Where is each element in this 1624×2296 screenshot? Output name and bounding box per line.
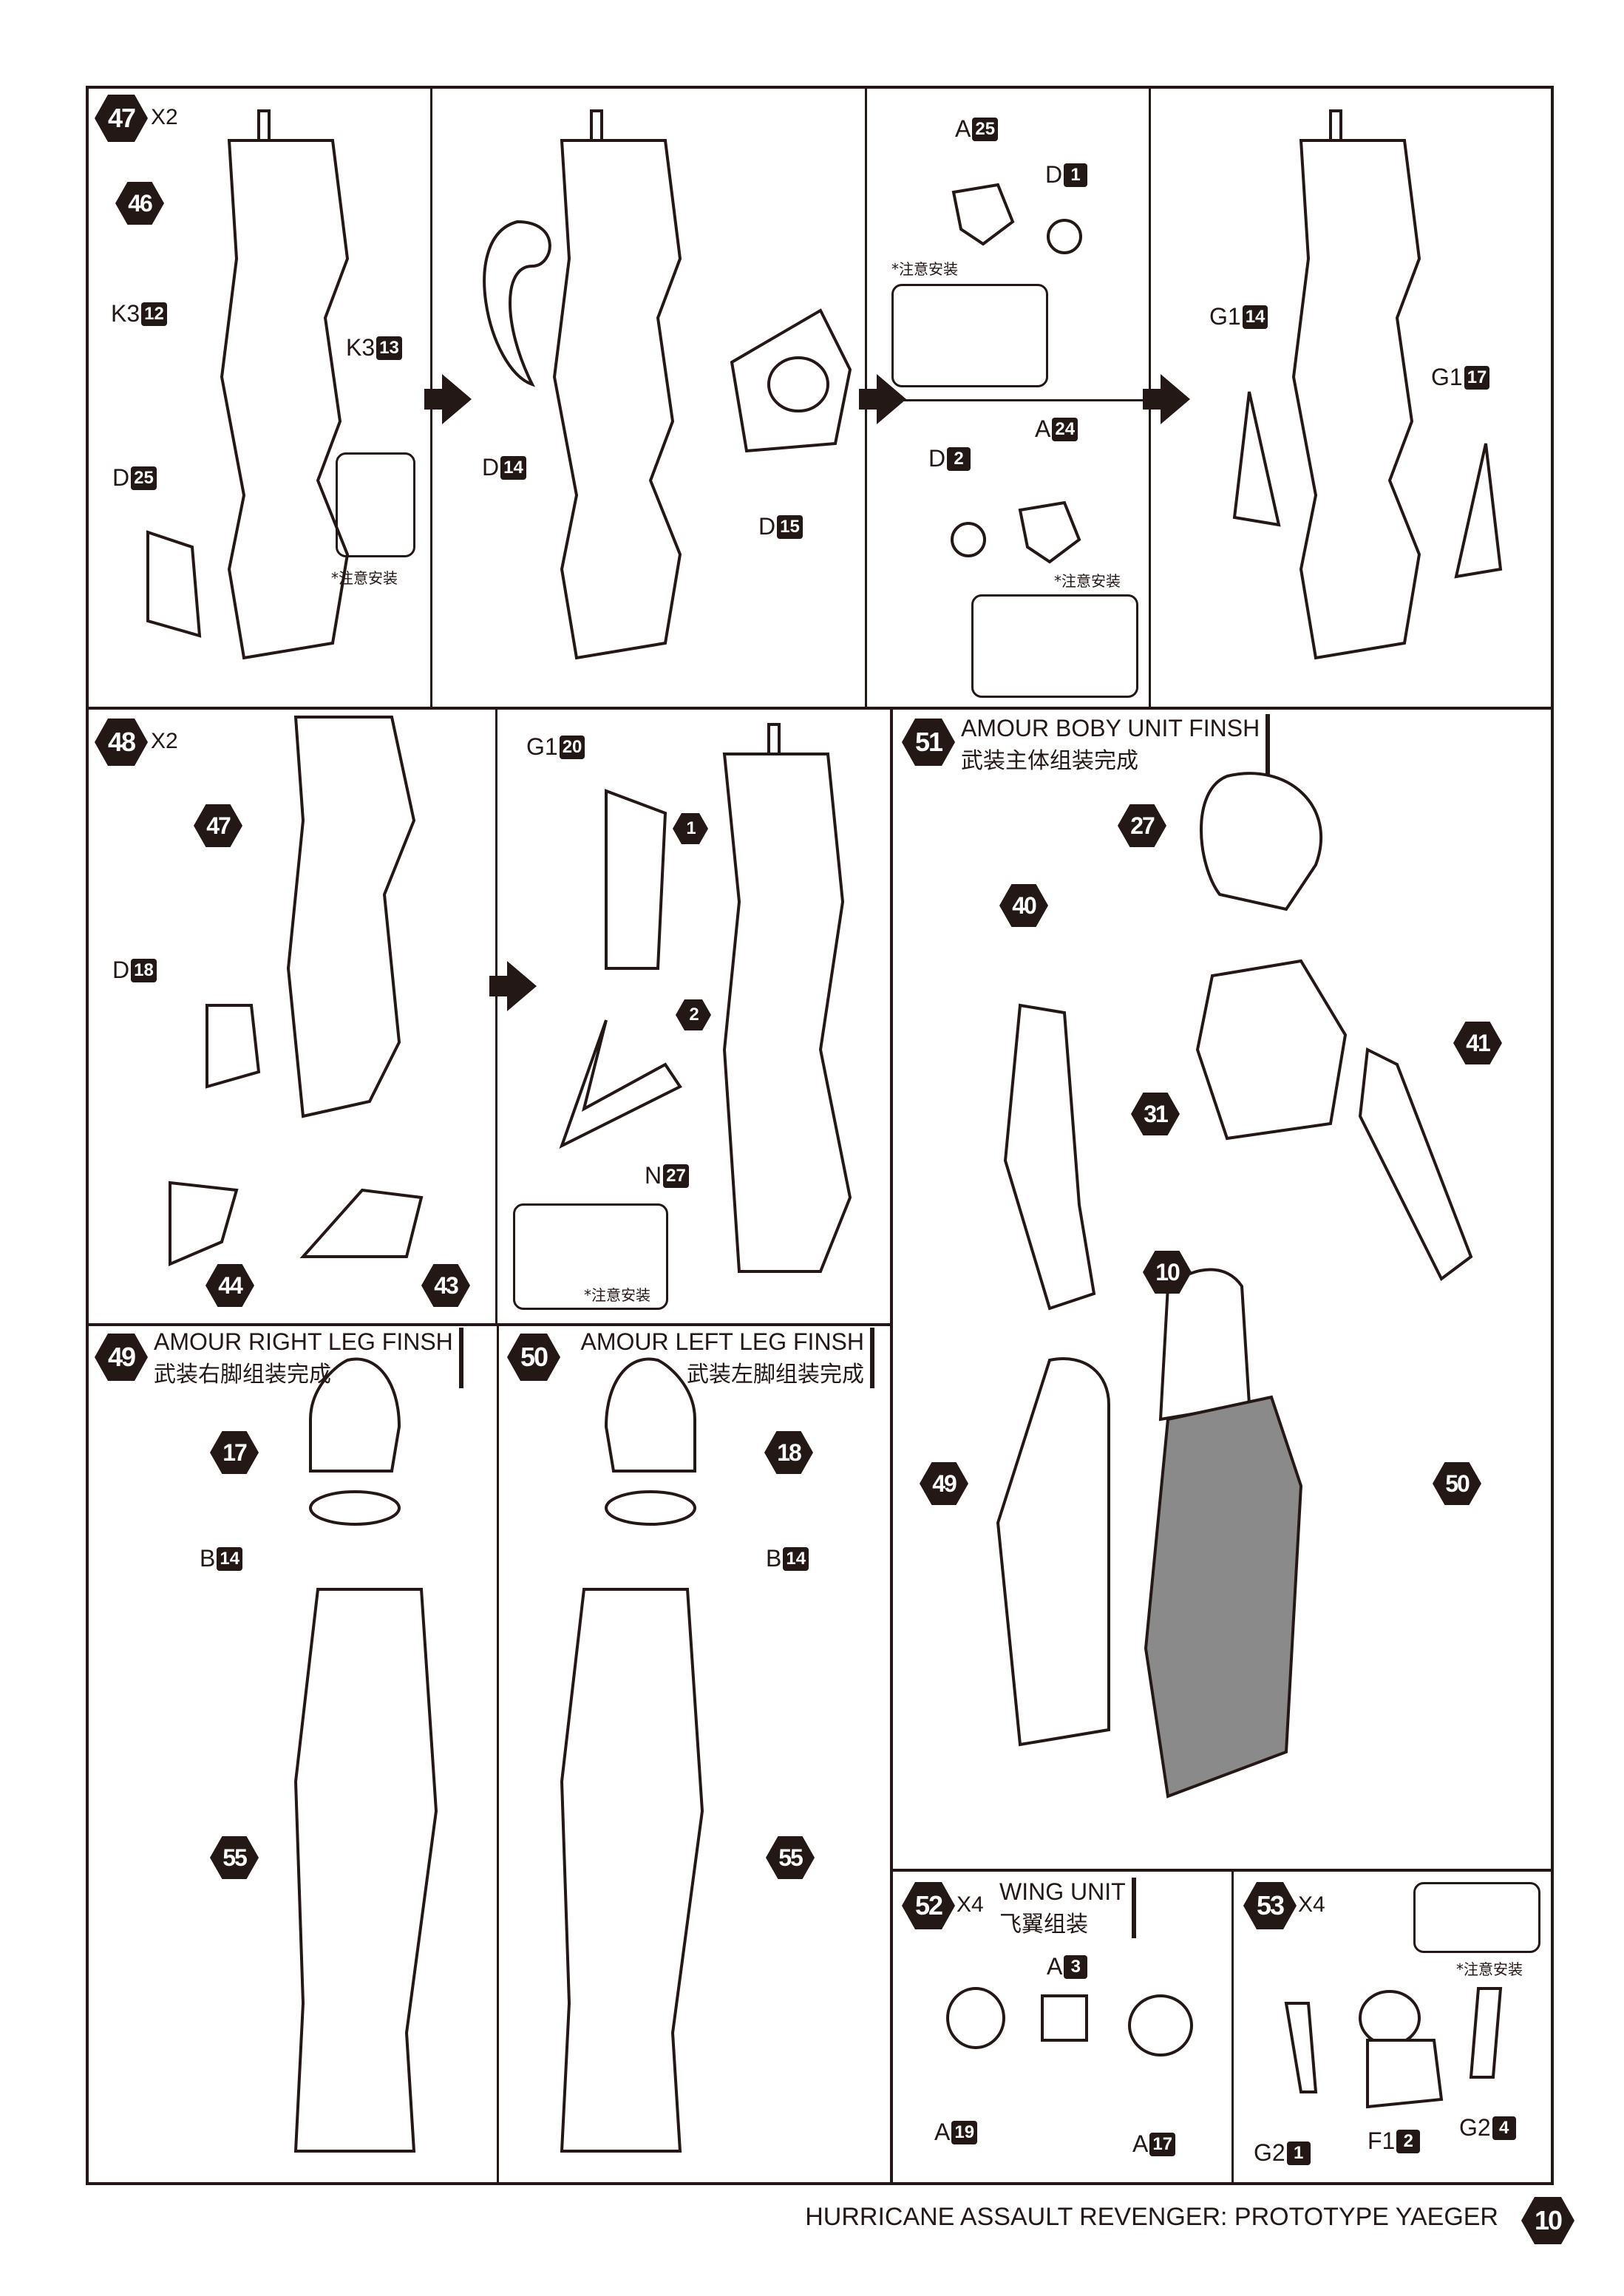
detail-box — [971, 594, 1138, 698]
step-badge-53: 53 — [1243, 1882, 1297, 1929]
leg-frame-drawing — [220, 109, 350, 660]
quantity-multiplier: X4 — [957, 1892, 984, 1917]
quantity-multiplier: X4 — [1298, 1892, 1325, 1917]
quantity-multiplier: X2 — [151, 105, 178, 129]
wing-part-drawing — [1284, 1987, 1503, 2109]
caution-note: *注意安装 — [1456, 1960, 1523, 1978]
step-badge-47: 47 — [95, 95, 148, 142]
caution-note: *注意安装 — [584, 1286, 650, 1304]
divider — [1231, 1870, 1234, 2185]
part-d15-drawing — [730, 308, 852, 453]
detail-box — [513, 1203, 668, 1310]
part-43-drawing — [299, 1188, 424, 1258]
leg-frame-drawing — [552, 109, 682, 660]
body-assembly-drawing — [996, 772, 1473, 1799]
detail-box — [1413, 1882, 1540, 1953]
part-g1-20-drawing — [605, 789, 667, 970]
ref-badge-55: 55 — [210, 1836, 259, 1879]
parts-a25-d1-drawing — [951, 183, 1082, 254]
step-badge-52: 52 — [902, 1882, 955, 1929]
parts-d2-a24-drawing — [951, 500, 1081, 564]
quantity-multiplier: X2 — [151, 729, 178, 753]
wing-unit-drawing — [946, 1987, 1193, 2056]
right-leg-drawing — [293, 1357, 438, 2153]
page-number: 10 — [1521, 2197, 1574, 2244]
divider — [86, 1323, 891, 1326]
instruction-frame — [86, 86, 1554, 2185]
part-g1-17-drawing — [1454, 443, 1503, 579]
divider — [891, 1869, 1554, 1872]
part-g1-14-drawing — [1232, 391, 1281, 527]
detail-box — [336, 452, 415, 557]
caution-note: *注意安装 — [331, 569, 398, 587]
part-d14-drawing — [483, 220, 551, 387]
next-arrow-icon — [1143, 374, 1190, 424]
manual-title: HURRICANE ASSAULT REVENGER: PROTOTYPE YA… — [805, 2203, 1498, 2231]
divider — [495, 708, 497, 1325]
left-leg-drawing — [560, 1357, 704, 2153]
next-arrow-icon — [489, 961, 537, 1011]
divider — [497, 1325, 499, 2185]
caution-note: *注意安装 — [891, 260, 958, 278]
next-arrow-icon — [424, 374, 472, 424]
part-d18-drawing — [205, 1004, 261, 1089]
divider — [902, 399, 1146, 401]
caution-note: *注意安装 — [1054, 572, 1121, 590]
divider — [86, 707, 1554, 710]
order-badge-1: 1 — [673, 813, 708, 844]
order-badge-2: 2 — [676, 999, 711, 1030]
leg-frame-drawing — [1291, 109, 1421, 660]
detail-box — [891, 284, 1048, 387]
leg-drawing — [722, 723, 852, 1273]
part-44-drawing — [169, 1181, 239, 1267]
part-n27-drawing — [559, 1019, 682, 1149]
divider — [890, 708, 893, 2185]
ref-badge-55: 55 — [766, 1836, 815, 1879]
part-d25-drawing — [146, 530, 202, 638]
leg-drawing — [286, 716, 416, 1118]
